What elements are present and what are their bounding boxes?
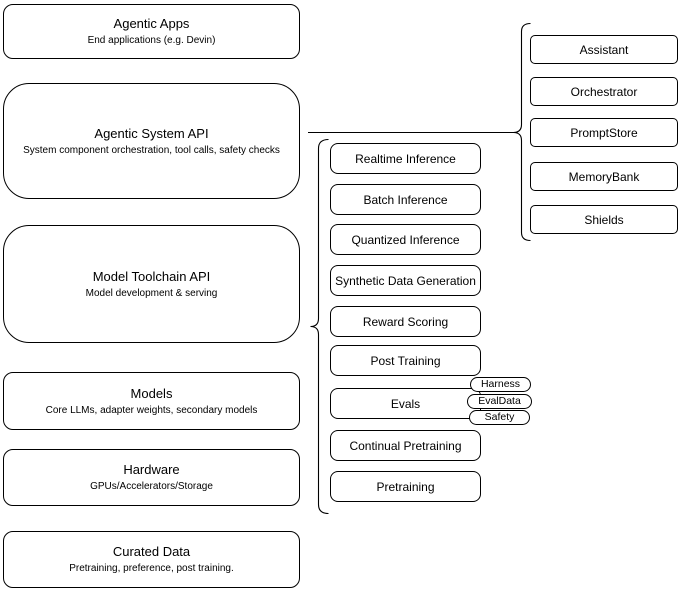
- node-hardware: Hardware GPUs/Accelerators/Storage: [3, 449, 300, 506]
- node-models-subtitle: Core LLMs, adapter weights, secondary mo…: [45, 404, 258, 416]
- node-reward-scoring: Reward Scoring: [330, 306, 481, 337]
- node-post-training: Post Training: [330, 345, 481, 376]
- node-assistant: Assistant: [530, 35, 678, 64]
- tag-harness: Harness: [470, 377, 531, 392]
- node-agentic-system-api-subtitle: System component orchestration, tool cal…: [23, 144, 280, 156]
- right-curly-brace: [513, 22, 531, 242]
- node-quantized-inference: Quantized Inference: [330, 224, 481, 255]
- node-model-toolchain-api-subtitle: Model development & serving: [85, 287, 218, 299]
- node-evals-label: Evals: [390, 396, 421, 411]
- node-batch-inference-label: Batch Inference: [363, 192, 448, 207]
- node-model-toolchain-api: Model Toolchain API Model development & …: [3, 225, 300, 343]
- node-quantized-inference-label: Quantized Inference: [351, 232, 460, 247]
- node-realtime-inference-label: Realtime Inference: [355, 151, 456, 166]
- node-models: Models Core LLMs, adapter weights, secon…: [3, 372, 300, 430]
- node-pretraining: Pretraining: [330, 471, 481, 502]
- node-agentic-apps-subtitle: End applications (e.g. Devin): [87, 35, 216, 46]
- node-memorybank: MemoryBank: [530, 162, 678, 191]
- node-reward-scoring-label: Reward Scoring: [362, 314, 449, 329]
- tag-evaldata-label: EvalData: [478, 395, 521, 407]
- tag-safety-label: Safety: [484, 411, 515, 423]
- node-promptstore: PromptStore: [530, 118, 678, 147]
- node-assistant-label: Assistant: [579, 42, 629, 57]
- node-hardware-title: Hardware: [123, 462, 180, 477]
- node-pretraining-label: Pretraining: [376, 479, 435, 494]
- node-curated-data-title: Curated Data: [112, 544, 191, 559]
- node-agentic-apps-title: Agentic Apps: [113, 16, 190, 31]
- node-batch-inference: Batch Inference: [330, 184, 481, 215]
- node-shields: Shields: [530, 205, 678, 234]
- node-orchestrator-label: Orchestrator: [570, 84, 638, 99]
- node-curated-data: Curated Data Pretraining, preference, po…: [3, 531, 300, 588]
- node-hardware-subtitle: GPUs/Accelerators/Storage: [90, 481, 213, 492]
- node-agentic-apps: Agentic Apps End applications (e.g. Devi…: [3, 4, 300, 59]
- node-synthetic-data-generation: Synthetic Data Generation: [330, 265, 481, 296]
- node-continual-pretraining-label: Continual Pretraining: [349, 438, 462, 453]
- node-promptstore-label: PromptStore: [570, 125, 638, 140]
- tag-safety: Safety: [469, 410, 530, 425]
- node-orchestrator: Orchestrator: [530, 77, 678, 106]
- node-evals: Evals: [330, 388, 481, 419]
- tag-evaldata: EvalData: [467, 394, 532, 409]
- node-realtime-inference: Realtime Inference: [330, 143, 481, 174]
- node-curated-data-subtitle: Pretraining, preference, post training.: [69, 563, 234, 574]
- node-model-toolchain-api-title: Model Toolchain API: [92, 268, 211, 284]
- tag-harness-label: Harness: [480, 378, 521, 390]
- node-synthetic-data-generation-label: Synthetic Data Generation: [335, 273, 476, 288]
- node-models-title: Models: [130, 385, 173, 401]
- middle-curly-brace: [310, 138, 329, 515]
- node-agentic-system-api-title: Agentic System API: [94, 125, 209, 141]
- node-continual-pretraining: Continual Pretraining: [330, 430, 481, 461]
- node-shields-label: Shields: [584, 212, 624, 227]
- node-memorybank-label: MemoryBank: [568, 169, 640, 184]
- node-agentic-system-api: Agentic System API System component orch…: [3, 83, 300, 199]
- node-post-training-label: Post Training: [370, 353, 441, 368]
